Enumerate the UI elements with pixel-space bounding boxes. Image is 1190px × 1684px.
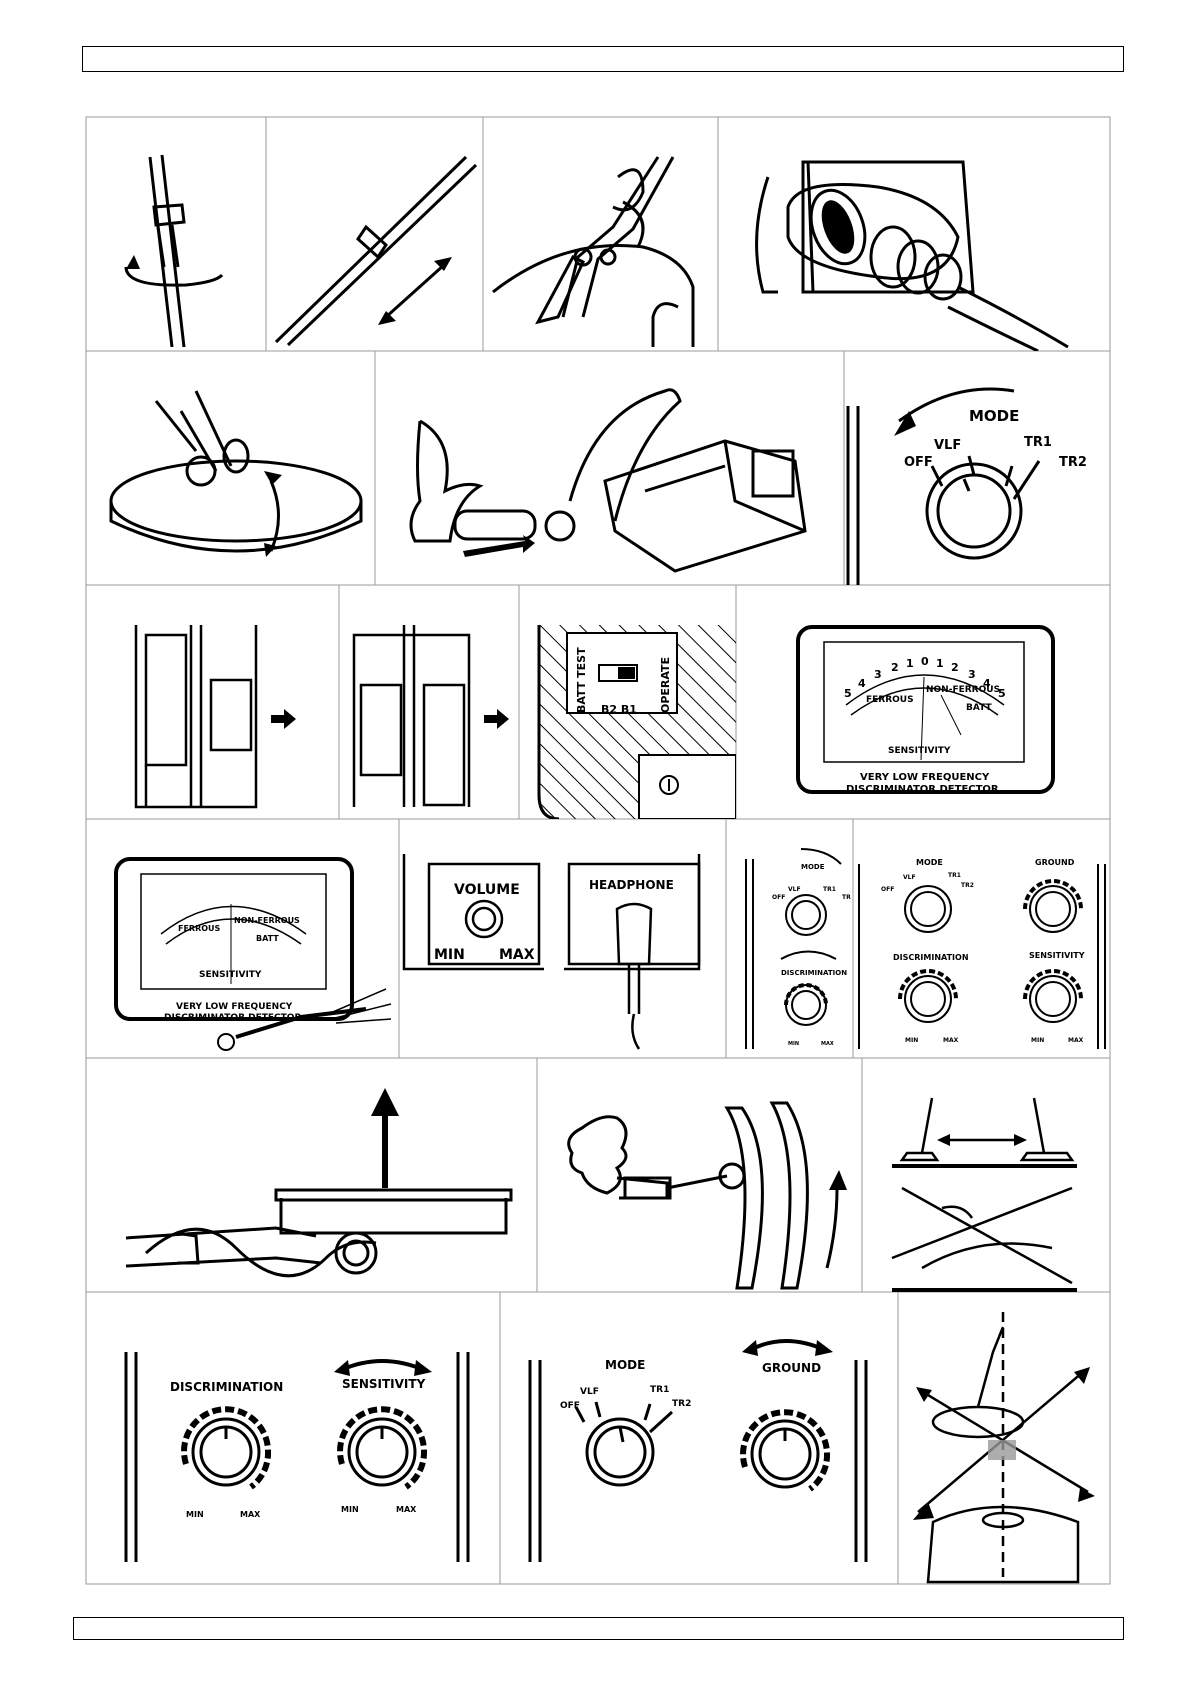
adj-caption-2: DISCRIMINATOR DETECTOR	[164, 1013, 301, 1023]
four-ground: GROUND	[1035, 858, 1075, 867]
meter-caption-2: DISCRIMINATOR DETECTOR	[846, 784, 999, 795]
disc-label: DISCRIMINATION	[170, 1380, 283, 1394]
sens-max: MAX	[396, 1505, 417, 1514]
four-disc-max: MAX	[943, 1037, 959, 1044]
fig-meter-zero-adjust: FERROUS NON-FERROUS BATT SENSITIVITY VER…	[86, 819, 399, 1058]
fig-battery-door-2	[339, 585, 519, 819]
batt-test-label: BATT TEST	[575, 647, 588, 713]
mode-tr1-2: TR1	[650, 1385, 669, 1395]
adj-batt: BATT	[256, 934, 279, 943]
scale-l4: 4	[858, 677, 866, 690]
fig-four-knobs: MODE OFF VLF TR1 TR2 GROUND DISCRIMINATI…	[853, 819, 1110, 1058]
volume-min: MIN	[434, 947, 465, 963]
small-tr: TR	[842, 894, 851, 901]
meter-non-ferrous: NON-FERROUS	[926, 685, 1000, 695]
ground-label: GROUND	[762, 1361, 821, 1375]
fig-armrest-attach	[375, 351, 844, 585]
adj-non-ferrous: NON-FERROUS	[234, 916, 300, 925]
small-vlf: VLF	[788, 886, 801, 893]
mode-off-2: OFF	[560, 1401, 580, 1411]
adj-caption-1: VERY LOW FREQUENCY	[176, 1002, 293, 1012]
adj-sensitivity: SENSITIVITY	[199, 970, 262, 980]
scale-l1: 1	[906, 657, 914, 670]
fig-disc-sens-knobs: DISCRIMINATION SENSITIVITY MIN MAX MIN M…	[86, 1292, 500, 1584]
fig-coil-lift	[86, 1058, 537, 1292]
meter-caption-1: VERY LOW FREQUENCY	[860, 772, 990, 783]
mode-tr2: TR2	[1059, 455, 1087, 470]
fig-volume-headphone: VOLUME MIN MAX HEADPHONE	[399, 819, 726, 1058]
mode-label-2: MODE	[605, 1358, 645, 1372]
sens-min: MIN	[341, 1505, 359, 1514]
scale-l3: 3	[874, 668, 882, 681]
header-box	[82, 46, 1124, 72]
four-sens: SENSITIVITY	[1029, 951, 1085, 960]
small-disc: DISCRIMINATION	[781, 969, 847, 977]
mode-vlf: VLF	[934, 438, 961, 453]
mode-off: OFF	[904, 455, 933, 470]
scale-0: 0	[921, 655, 929, 668]
b2b1-label: B2 B1	[601, 703, 637, 716]
fig-mode-switch: MODE OFF VLF TR1 TR2	[844, 351, 1110, 585]
four-vlf: VLF	[903, 874, 916, 881]
mode-vlf-2: VLF	[580, 1387, 599, 1397]
disc-min: MIN	[186, 1510, 204, 1519]
fig-battery-test: BATT TEST OPERATE B2 B1	[519, 585, 736, 819]
scale-r2: 2	[951, 661, 959, 674]
fig-battery-door-1	[86, 585, 339, 819]
scale-r1: 1	[936, 657, 944, 670]
scale-r4: 4	[983, 677, 991, 690]
four-disc: DISCRIMINATION	[893, 953, 969, 962]
four-sens-min: MIN	[1031, 1037, 1044, 1044]
volume-max: MAX	[499, 947, 535, 963]
headphone-label: HEADPHONE	[589, 878, 674, 892]
meter-ferrous: FERROUS	[866, 695, 914, 705]
operate-label: OPERATE	[659, 657, 672, 713]
fig-coil-level	[862, 1058, 1110, 1292]
four-tr1: TR1	[948, 872, 961, 879]
small-off: OFF	[772, 894, 785, 901]
scale-l5: 5	[844, 687, 852, 700]
fig-meter-display: 5 4 3 2 1 0 1 2 3 4 5 FERROUS NON-FERROU…	[736, 585, 1110, 819]
small-max: MAX	[821, 1041, 834, 1047]
scale-l2: 2	[891, 661, 899, 674]
mode-tr1: TR1	[1024, 435, 1052, 450]
fig-coil-angle	[86, 351, 375, 585]
mode-title: MODE	[969, 407, 1019, 425]
meter-sensitivity: SENSITIVITY	[888, 746, 951, 756]
scale-r3: 3	[968, 668, 976, 681]
fig-coil-connector	[718, 117, 1110, 351]
fig-coil-mount	[483, 117, 718, 351]
fig-shaft-extend	[266, 117, 483, 351]
fig-shaft-twist-lock	[86, 117, 266, 351]
mode-tr2-2: TR2	[672, 1399, 691, 1409]
four-sens-max: MAX	[1068, 1037, 1084, 1044]
sens-label: SENSITIVITY	[342, 1377, 426, 1391]
footer-box	[73, 1617, 1124, 1640]
small-min: MIN	[788, 1041, 799, 1047]
four-mode: MODE	[916, 858, 943, 867]
four-tr2: TR2	[961, 882, 974, 889]
fig-mode-ground-knobs: MODE OFF VLF TR1 TR2 GROUND	[500, 1292, 898, 1584]
volume-label: VOLUME	[454, 882, 520, 898]
small-mode: MODE	[801, 863, 825, 871]
four-disc-min: MIN	[905, 1037, 918, 1044]
four-off: OFF	[881, 886, 894, 893]
adj-ferrous: FERROUS	[178, 924, 221, 933]
meter-batt: BATT	[966, 703, 992, 713]
fig-sweep-pattern	[537, 1058, 862, 1292]
scale-r5: 5	[998, 687, 1006, 700]
disc-max: MAX	[240, 1510, 261, 1519]
small-tr1: TR1	[823, 886, 836, 893]
fig-mode-disc-small: MODE OFF VLF TR1 TR DISCRIMINATION MIN M…	[726, 819, 853, 1058]
fig-pinpoint	[898, 1292, 1110, 1584]
